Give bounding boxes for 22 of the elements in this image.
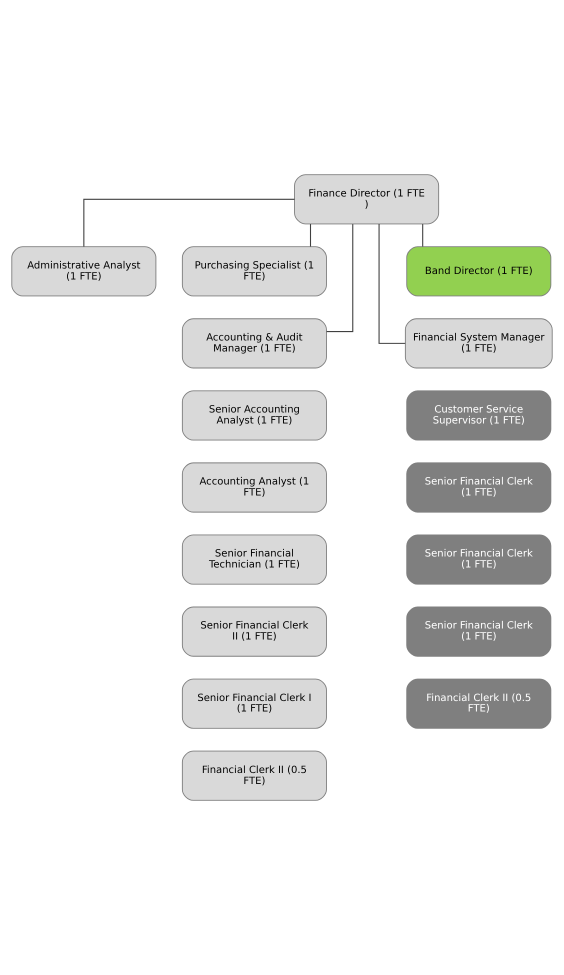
node-box: Senior Financial Clerk (1 FTE) <box>406 606 552 657</box>
node-box: Financial System Manager (1 FTE) <box>404 318 553 368</box>
connector <box>83 198 295 247</box>
connector <box>310 224 312 246</box>
node-box: Purchasing Specialist (1 FTE) <box>182 246 327 296</box>
node-box: Accounting Analyst (1 FTE) <box>182 462 327 513</box>
node-box: Senior Financial Clerk (1 FTE) <box>406 534 552 585</box>
connector <box>326 224 354 332</box>
node-box: Customer Service Supervisor (1 FTE) <box>406 390 552 441</box>
node-box: Senior Financial Clerk I (1 FTE) <box>182 678 327 729</box>
node-box: Senior Accounting Analyst (1 FTE) <box>182 390 327 441</box>
node-box: Band Director (1 FTE) <box>406 246 552 296</box>
connector <box>378 224 406 344</box>
node-box: Senior Financial Technician (1 FTE) <box>182 534 327 585</box>
node-box: Financial Clerk II (0.5 FTE) <box>182 750 327 801</box>
node-box: Administrative Analyst (1 FTE) <box>11 246 156 296</box>
node-box: Senior Financial Clerk (1 FTE) <box>406 462 552 513</box>
connector <box>422 224 424 246</box>
node-box: Senior Financial Clerk II (1 FTE) <box>182 606 327 657</box>
node-box: Accounting & Audit Manager (1 FTE) <box>182 318 327 368</box>
node-box: Finance Director (1 FTE ) <box>294 174 440 224</box>
node-box: Financial Clerk II (0.5 FTE) <box>406 678 552 729</box>
